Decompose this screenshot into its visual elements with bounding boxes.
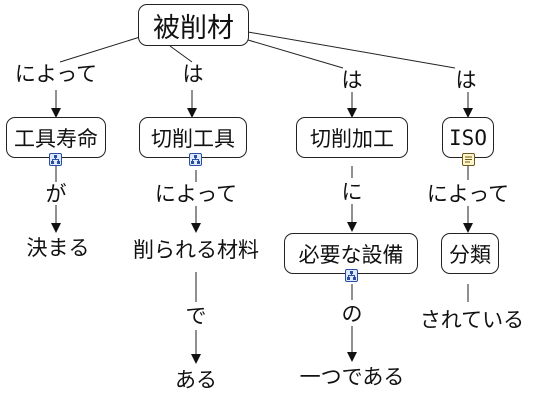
sitemap-icon[interactable] [49, 153, 62, 166]
link-word-1: によって [14, 62, 98, 86]
concept-cutting-process[interactable]: 切削加工 [296, 117, 408, 158]
root-concept-label: 被削材 [153, 12, 234, 44]
concept-tool-life-label: 工具寿命 [14, 126, 98, 151]
concept-iso[interactable]: ISO [442, 117, 494, 158]
concept-cutting-tool[interactable]: 切削工具 [139, 117, 247, 158]
concept-equipment-label: 必要な設備 [298, 242, 404, 267]
link-word-4: は [455, 68, 477, 92]
concept-iso-label: ISO [449, 125, 487, 150]
line-root-to-label-1 [59, 36, 141, 63]
line-root-to-label-2 [169, 45, 193, 63]
sitemap-icon[interactable] [189, 153, 202, 166]
concept-tool-life[interactable]: 工具寿命 [6, 117, 106, 158]
phrase-material: 削られる材料 [133, 238, 259, 262]
link-word-ni: に [341, 180, 363, 204]
concept-cutting-process-label: 切削加工 [310, 126, 394, 151]
concept-equipment[interactable]: 必要な設備 [284, 233, 418, 274]
line-root-to-label-4 [247, 31, 456, 69]
link-word-no: の [341, 302, 363, 326]
concept-bunrui-label: 分類 [449, 242, 491, 267]
note-icon[interactable] [462, 153, 475, 166]
line-root-to-label-3 [247, 39, 344, 69]
link-word-ga: が [45, 182, 67, 206]
link-word-3: は [341, 68, 363, 92]
link-word-niyotte-4: によって [426, 182, 510, 206]
sitemap-icon[interactable] [345, 269, 358, 282]
phrase-aru: ある [175, 368, 217, 392]
phrase-hitotsu: 一つである [299, 365, 405, 389]
root-concept[interactable]: 被削材 [138, 4, 249, 46]
concept-bunrui[interactable]: 分類 [441, 233, 499, 274]
link-word-2: は [182, 62, 204, 86]
link-word-niyotte-2: によって [154, 182, 238, 206]
phrase-sareteiru: されている [419, 308, 525, 332]
phrase-kimaru: 決まる [26, 236, 90, 260]
link-word-de: で [185, 304, 207, 328]
concept-cutting-tool-label: 切削工具 [151, 126, 235, 151]
